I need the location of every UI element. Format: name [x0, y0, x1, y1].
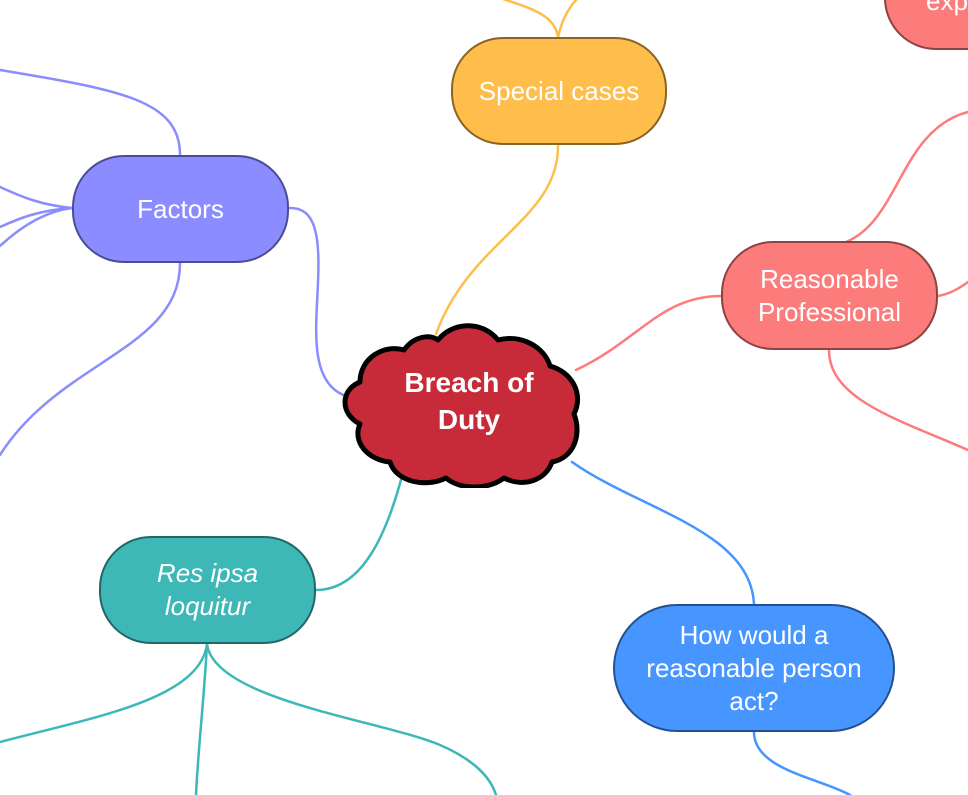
connector-special-cases-child-1: [502, 0, 560, 40]
connector-res-ipsa-child-1: [0, 642, 209, 744]
connector-res-ipsa-child-3: [205, 642, 498, 795]
central-topic-line-1: Breach of: [404, 367, 534, 398]
topic-reasonable-person-line-3: act?: [729, 685, 779, 716]
connector-factors-child-4: [0, 206, 74, 248]
topic-reasonable-professional-line-2: Professional: [757, 296, 902, 327]
topic-reasonable-professional[interactable]: Reasonable Professional: [721, 241, 938, 350]
topic-factors-label: Factors: [137, 193, 224, 224]
topic-special-cases[interactable]: Special cases: [451, 37, 667, 145]
topic-reasonable-person-line-2: reasonable person: [646, 652, 862, 683]
connector-central-factors: [288, 206, 348, 398]
topic-factors[interactable]: Factors: [72, 155, 289, 263]
topic-reasonable-person-line-1: How would a: [679, 619, 829, 650]
connector-central-reasonable-professional: [574, 294, 724, 372]
connector-factors-child-1: [0, 68, 182, 157]
connector-reasonable-person-child-1: [752, 730, 852, 795]
connector-factors-child-5: [0, 261, 182, 457]
central-topic-label: Breach of Duty: [360, 364, 578, 438]
topic-reasonable-person[interactable]: How would a reasonable person act?: [613, 604, 895, 732]
connector-res-ipsa-child-2: [194, 642, 209, 795]
connector-central-reasonable-person: [570, 460, 756, 606]
connector-reasonable-professional-child-1: [844, 110, 968, 244]
topic-special-cases-label: Special cases: [478, 75, 640, 106]
connector-central-special-cases: [434, 144, 560, 336]
topic-res-ipsa-line-2: loquitur: [164, 591, 251, 621]
topic-partial-top-right-label: expe: [926, 0, 968, 16]
topic-partial-top-right[interactable]: expe: [884, 0, 968, 50]
central-topic-line-2: Duty: [437, 404, 501, 435]
connector-special-cases-child-2: [556, 0, 578, 40]
topic-res-ipsa-loquitur[interactable]: Res ipsa loquitur: [99, 536, 316, 644]
connector-reasonable-professional-child-2: [936, 280, 968, 298]
topic-res-ipsa-line-1: Res ipsa: [156, 558, 259, 588]
cloud-shape: [342, 323, 581, 488]
central-topic-breach-of-duty[interactable]: Breach of Duty: [340, 320, 584, 488]
topic-reasonable-professional-line-1: Reasonable: [760, 263, 899, 294]
connector-reasonable-professional-child-3: [827, 348, 968, 452]
connector-central-res-ipsa: [314, 474, 404, 592]
connector-factors-child-2: [0, 185, 74, 210]
